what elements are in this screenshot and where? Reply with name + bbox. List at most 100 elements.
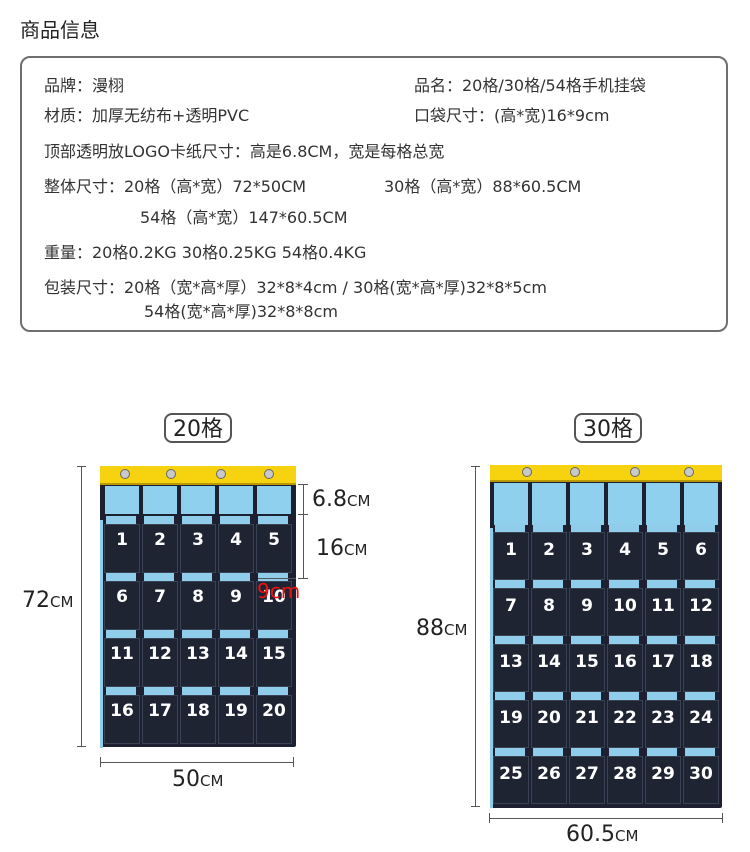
logo-card-slot — [569, 482, 605, 526]
height-dimension-line — [81, 466, 82, 746]
pocket-divider-tab — [647, 636, 677, 644]
pocket-height-label: 16CM — [316, 536, 368, 561]
pocket-divider-tab — [495, 692, 525, 700]
pocket-number: 10 — [613, 596, 637, 616]
product-name-text: 品名：20格/30格/54格手机挂袋 — [414, 76, 646, 95]
pocket-divider-tab — [533, 636, 563, 644]
pocket-divider-tab — [495, 580, 525, 588]
pocket-number: 11 — [651, 596, 675, 616]
pocket-number: 15 — [575, 652, 599, 672]
pocket-number: 28 — [613, 764, 637, 784]
phone-pocket — [607, 644, 643, 692]
pocket-number: 5 — [657, 540, 669, 560]
pocket-width-line — [258, 578, 296, 579]
logo-card-slot — [256, 485, 292, 515]
height-dimension-line-30 — [475, 466, 476, 806]
pocket-divider-tab — [220, 687, 250, 695]
pocket-divider-tab — [571, 524, 601, 532]
logo-card-slot — [104, 485, 140, 515]
pocket-divider-tab — [495, 524, 525, 532]
phone-pocket — [104, 524, 140, 573]
phone-pocket — [531, 532, 567, 580]
phone-pocket — [493, 532, 529, 580]
phone-pocket — [218, 695, 254, 744]
pocket-number: 14 — [537, 652, 561, 672]
phone-pocket — [683, 588, 719, 636]
phone-pocket — [569, 588, 605, 636]
pocket-divider-tab — [685, 524, 715, 532]
pocket-divider-tab — [220, 630, 250, 638]
phone-pocket — [256, 581, 292, 630]
overall-size-30-text: 30格（高*宽）88*60.5CM — [384, 177, 582, 196]
phone-pocket — [256, 524, 292, 573]
phone-pocket — [683, 756, 719, 804]
pocket-divider-tab — [609, 580, 639, 588]
pocket-divider-tab — [647, 580, 677, 588]
pocket-number: 11 — [110, 644, 134, 664]
phone-pocket — [142, 524, 178, 573]
pocket-number: 1 — [116, 530, 128, 550]
badge-30-grid: 30格 — [574, 413, 642, 443]
phone-pocket — [493, 700, 529, 748]
pocket-divider-tab — [685, 580, 715, 588]
pocket-number: 22 — [613, 708, 637, 728]
phone-pocket — [142, 695, 178, 744]
phone-pocket — [218, 638, 254, 687]
height-tick-bottom-30 — [471, 806, 480, 807]
package-size-54-text: 54格(宽*高*厚)32*8*8cm — [144, 302, 338, 321]
width-tick-left — [100, 757, 101, 767]
logo-card-text: 顶部透明放LOGO卡纸尺寸：高是6.8CM，宽是每格总宽 — [44, 142, 445, 161]
grommet-icon — [166, 469, 176, 479]
height-tick-bottom — [77, 746, 86, 747]
grommet-icon — [570, 467, 580, 477]
phone-pocket — [569, 644, 605, 692]
pocket-divider-tab — [571, 580, 601, 588]
phone-pocket — [104, 695, 140, 744]
pocket-number: 1 — [505, 540, 517, 560]
pocket-divider-tab — [685, 748, 715, 756]
pocket-number: 8 — [543, 596, 555, 616]
pocket-number: 12 — [148, 644, 172, 664]
pocket-divider-tab — [609, 636, 639, 644]
pocket-number: 7 — [505, 596, 517, 616]
phone-pocket — [493, 644, 529, 692]
pocket-number: 26 — [537, 764, 561, 784]
pocket-divider-tab — [106, 687, 136, 695]
section-title: 商品信息 — [20, 18, 100, 42]
grommet-icon — [630, 467, 640, 477]
phone-pocket — [645, 644, 681, 692]
pocket-size-text: 口袋尺寸：(高*宽)16*9cm — [414, 106, 610, 125]
pocket-divider-tab — [258, 516, 288, 524]
pocket-number: 23 — [651, 708, 675, 728]
pocket-divider-tab — [144, 516, 174, 524]
phone-pocket — [531, 700, 567, 748]
pocket-divider-tab — [685, 636, 715, 644]
pocket-divider-tab — [106, 573, 136, 581]
phone-pocket — [569, 700, 605, 748]
width-tick-left-30 — [489, 813, 490, 823]
pocket-number: 4 — [619, 540, 631, 560]
phone-pocket — [218, 524, 254, 573]
logo-card-slot — [645, 482, 681, 526]
phone-pocket — [531, 756, 567, 804]
phone-pocket — [180, 638, 216, 687]
phone-pocket — [531, 644, 567, 692]
width-label-50: 50CM — [172, 767, 224, 792]
pocket-divider-tab — [495, 748, 525, 756]
grommet-icon — [684, 467, 694, 477]
pocket-number: 2 — [154, 530, 166, 550]
pocket-number: 9 — [581, 596, 593, 616]
pocket-number: 6 — [116, 587, 128, 607]
pocket-width-label: 9cm — [257, 579, 301, 603]
phone-pocket — [256, 695, 292, 744]
pocket-divider-tab — [258, 687, 288, 695]
pocket-number: 27 — [575, 764, 599, 784]
pocket-divider-tab — [182, 687, 212, 695]
pocket-divider-tab — [220, 516, 250, 524]
pocket-divider-tab — [647, 692, 677, 700]
pocket-divider-tab — [609, 524, 639, 532]
logo-card-slot — [683, 482, 719, 526]
pocket-number: 8 — [192, 587, 204, 607]
phone-pocket — [493, 756, 529, 804]
pocket-divider-tab — [144, 687, 174, 695]
